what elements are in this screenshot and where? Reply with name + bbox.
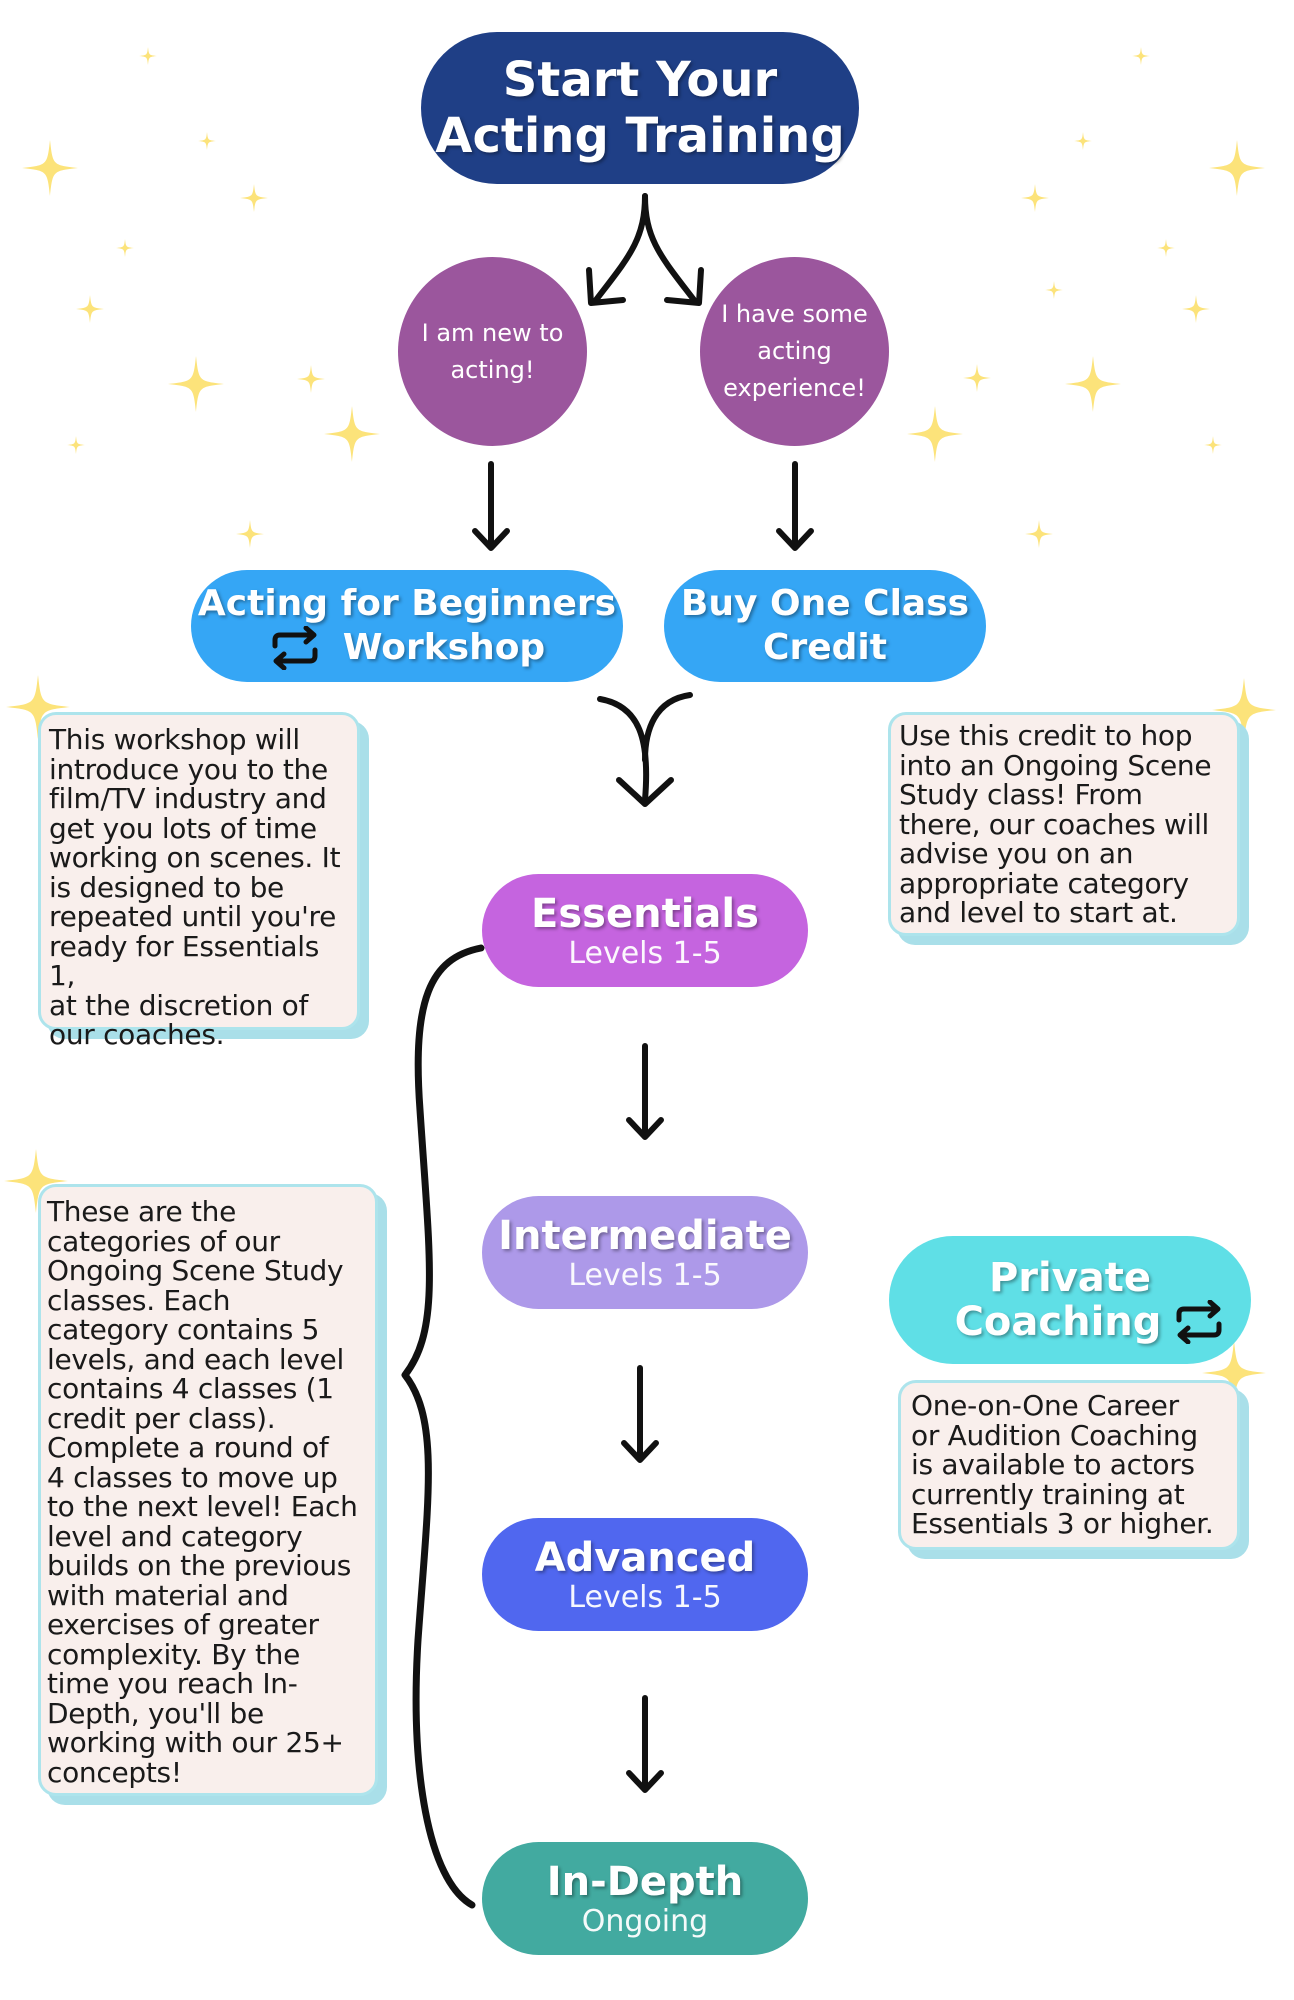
categories-note-line: working with our 25+ [47, 1726, 344, 1759]
workshop-title-line2: Workshop [342, 627, 546, 668]
private-title-line2: Coaching [954, 1299, 1162, 1345]
essentials-subtitle: Levels 1-5 [568, 935, 722, 971]
merge-arrow [597, 696, 650, 803]
categories-note-line: 4 classes to move up [47, 1460, 338, 1494]
private-note-line: currently training at [911, 1477, 1185, 1511]
workshop-note-line: This workshop will [49, 723, 300, 756]
credit-note-line: appropriate category [899, 866, 1189, 900]
repeat-icon [272, 626, 318, 670]
categories-note-line: categories of our [47, 1224, 280, 1258]
workshop-note-line: repeated until you're [49, 900, 337, 933]
in-depth-title: In-Depth [546, 1858, 744, 1905]
essentials-pill[interactable]: Essentials Levels 1-5 [482, 874, 808, 987]
advanced-title: Advanced [534, 1534, 756, 1581]
credit-note-line: advise you on an [899, 837, 1134, 870]
categories-note-line: Depth, you'll be [47, 1696, 264, 1730]
workshop-note-line: our coaches. [49, 1018, 225, 1051]
categories-note-line: levels, and each level [47, 1342, 344, 1376]
credit-title-line1: Buy One Class [680, 583, 970, 624]
categories-note-line: classes. Each [47, 1283, 231, 1317]
workshop-pill[interactable]: Acting for Beginners Workshop [191, 570, 623, 682]
workshop-note-line: working on scenes. It [49, 841, 341, 874]
split-arrow-left [593, 193, 648, 303]
workshop-note-line: get you lots of time [49, 811, 317, 845]
categories-note-line: Ongoing Scene Study [47, 1254, 344, 1287]
private-note-line: or Audition Coaching [911, 1418, 1198, 1452]
credit-note-line: into an Ongoing Scene [899, 748, 1212, 782]
category-brace [401, 944, 485, 1909]
choice-new-line2: acting! [450, 355, 535, 384]
choice-experienced-line3: experience! [723, 374, 866, 402]
choice-experienced-line2: acting [757, 337, 832, 365]
credit-note-line: Study class! From [899, 778, 1143, 811]
header-title-line2: Acting Training [435, 108, 845, 164]
categories-note-line: category contains 5 [47, 1313, 320, 1346]
categories-note-line: to the next level! Each [47, 1490, 358, 1523]
intermediate-title: Intermediate [498, 1212, 792, 1259]
credit-note-line: there, our coaches will [899, 807, 1210, 841]
categories-note-line: These are the [47, 1195, 237, 1228]
private-note-line: One-on-One Career [911, 1389, 1179, 1422]
choice-new-line1: I am new to [421, 318, 564, 347]
private-note-line: Essentials 3 or higher. [911, 1507, 1214, 1540]
categories-note-line: time you reach In- [47, 1667, 298, 1700]
categories-note-line: with material and [47, 1578, 289, 1612]
credit-note-line: and level to start at. [899, 896, 1178, 929]
workshop-title-line1: Acting for Beginners [197, 583, 617, 624]
categories-note-line: credit per class). [47, 1401, 276, 1435]
header-pill: Start Your Acting Training [421, 32, 859, 184]
in-depth-subtitle: Ongoing [581, 1903, 709, 1939]
credit-note-line: Use this credit to hop [899, 719, 1193, 752]
choice-experienced-line1: I have some [721, 300, 868, 328]
connector-arrows [401, 193, 814, 1909]
workshop-note-line: film/TV industry and [49, 782, 327, 815]
workshop-note-line: is designed to be [49, 870, 284, 904]
in-depth-pill[interactable]: In-Depth Ongoing [482, 1842, 808, 1955]
categories-note-line: builds on the previous [47, 1549, 352, 1582]
split-arrow-right [642, 193, 697, 303]
buy-credit-pill[interactable]: Buy One Class Credit [664, 570, 986, 682]
essentials-title: Essentials [531, 890, 759, 937]
categories-note-line: Complete a round of [47, 1431, 329, 1464]
workshop-note-line: introduce you to the [49, 752, 328, 786]
header-title-line1: Start Your [502, 52, 778, 108]
credit-title-line2: Credit [763, 627, 887, 668]
categories-note-line: complexity. By the [47, 1637, 301, 1671]
choice-experienced-circle[interactable]: I have some acting experience! [700, 257, 889, 446]
intermediate-subtitle: Levels 1-5 [568, 1257, 722, 1293]
intermediate-pill[interactable]: Intermediate Levels 1-5 [482, 1196, 808, 1309]
repeat-icon [1176, 1300, 1222, 1344]
workshop-note-line: ready for Essentials 1, [49, 929, 320, 992]
categories-note-line: concepts! [47, 1755, 182, 1789]
private-title-line1: Private [988, 1255, 1152, 1301]
choice-new-circle[interactable]: I am new to acting! [398, 257, 587, 446]
private-coaching-pill[interactable]: Private Coaching [889, 1236, 1251, 1364]
categories-note-line: exercises of greater [47, 1608, 319, 1641]
advanced-pill[interactable]: Advanced Levels 1-5 [482, 1518, 808, 1631]
workshop-note-line: at the discretion of [49, 988, 309, 1022]
advanced-subtitle: Levels 1-5 [568, 1579, 722, 1615]
private-note-line: is available to actors [911, 1448, 1195, 1481]
categories-note-line: contains 4 classes (1 [47, 1372, 334, 1405]
categories-note-line: level and category [47, 1519, 303, 1553]
